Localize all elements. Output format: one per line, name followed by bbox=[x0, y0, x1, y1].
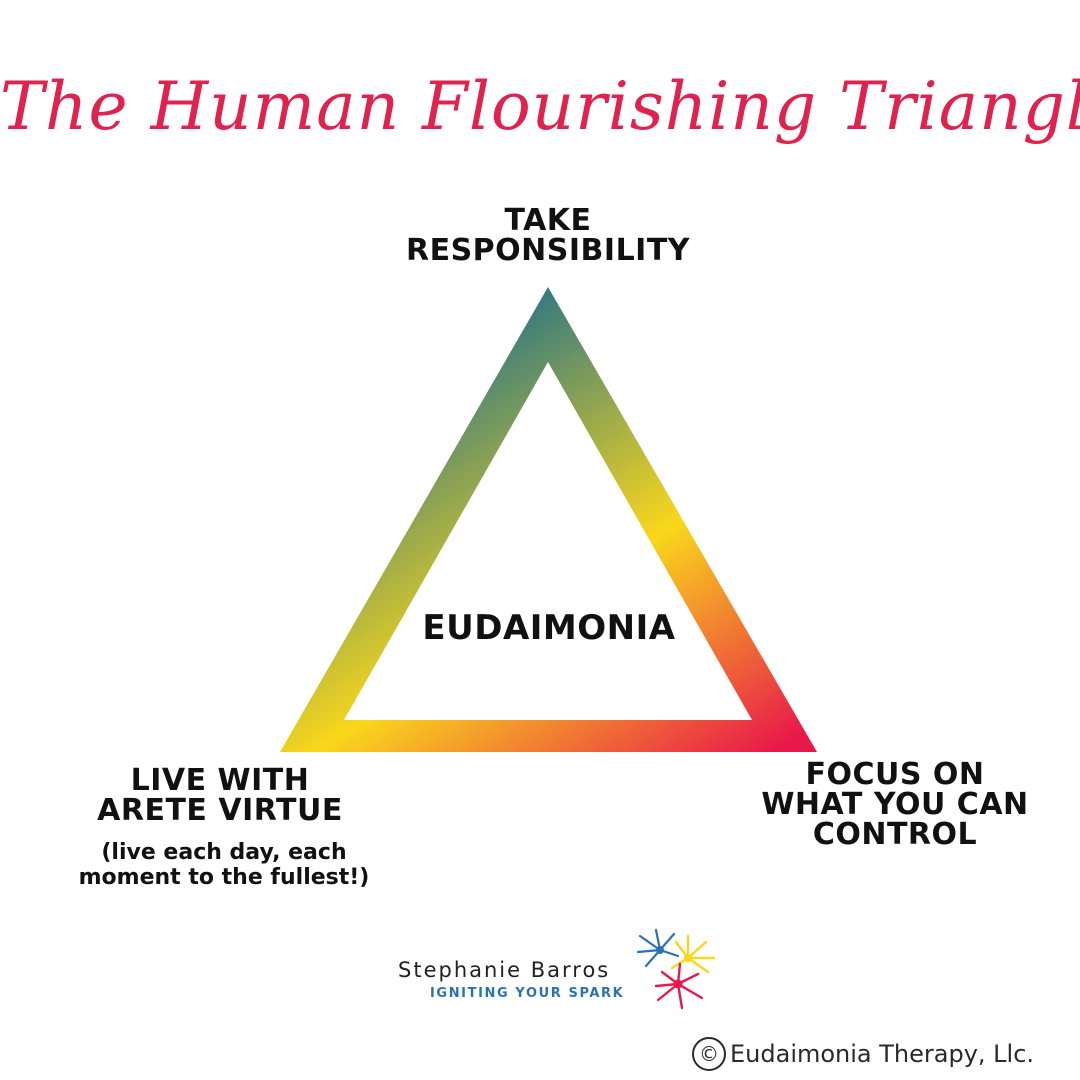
right-label-line-3: CONTROL bbox=[812, 817, 978, 852]
right-label-line-1: FOCUS ON bbox=[805, 757, 985, 792]
left-label-line-2: ARETE VIRTUE bbox=[97, 793, 343, 828]
page-title: The Human Flourishing Triangle bbox=[0, 68, 1080, 145]
left-sub-line-3: the fullest!) bbox=[221, 865, 370, 890]
center-label: EUDAIMONIA bbox=[422, 608, 676, 648]
copyright-notice: © Eudaimonia Therapy, Llc. bbox=[692, 1034, 1034, 1074]
left-label-line-1: LIVE WITH bbox=[130, 763, 310, 798]
brand-name: Stephanie Barros bbox=[398, 958, 611, 982]
top-vertex-label: TAKE RESPONSIBILITY bbox=[348, 206, 748, 266]
left-sub-line-2: each moment to bbox=[78, 840, 347, 890]
right-label-line-2: WHAT YOU CAN bbox=[761, 787, 1029, 822]
top-label-line-2: RESPONSIBILITY bbox=[405, 233, 691, 268]
copyright-icon: © bbox=[692, 1037, 726, 1071]
copyright-text: Eudaimonia Therapy, Llc. bbox=[730, 1040, 1035, 1068]
left-vertex-label: LIVE WITH ARETE VIRTUE bbox=[40, 766, 400, 826]
left-vertex-subtext: (live each day, each moment to the fulle… bbox=[74, 840, 374, 890]
spark-burst-icon bbox=[636, 928, 716, 1010]
top-label-line-1: TAKE bbox=[504, 203, 592, 238]
triangle-frame bbox=[280, 287, 817, 752]
brand-tagline: IGNITING YOUR SPARK bbox=[430, 986, 625, 1001]
right-vertex-label: FOCUS ON WHAT YOU CAN CONTROL bbox=[730, 760, 1060, 850]
left-sub-line-1: (live each day, bbox=[101, 840, 281, 865]
